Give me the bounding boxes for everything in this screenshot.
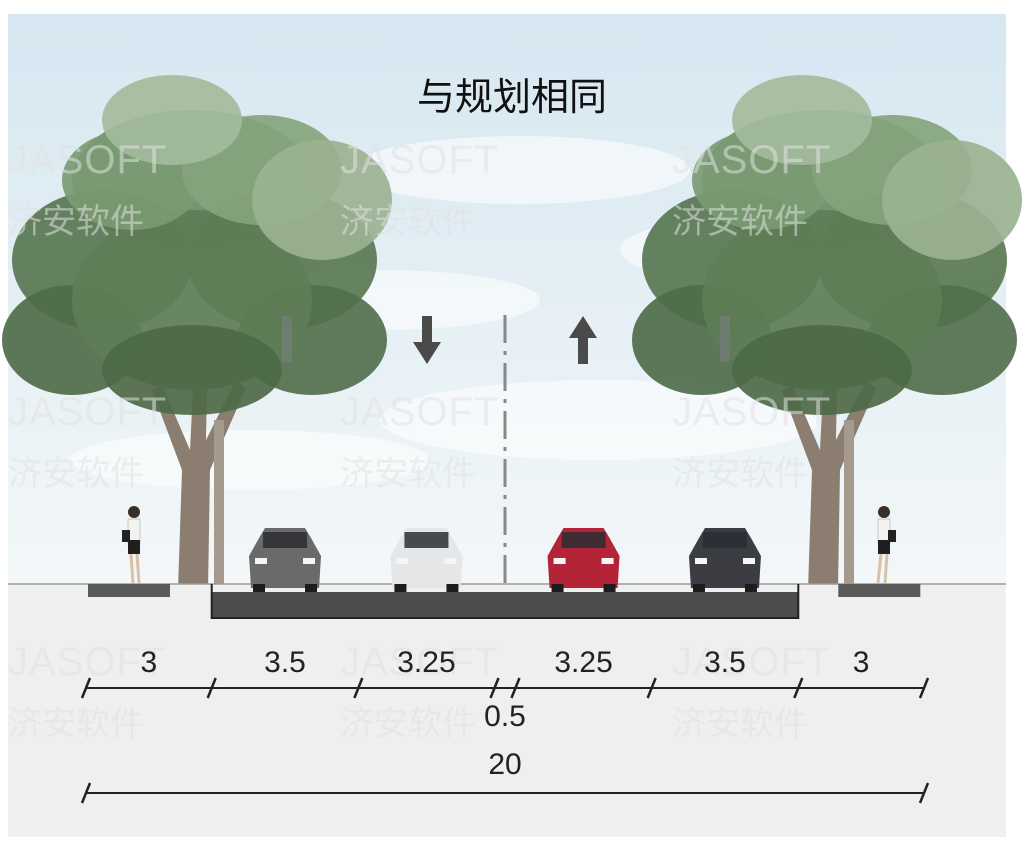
pedestrian-left-leg-right bbox=[135, 553, 141, 584]
cloud-0 bbox=[350, 136, 690, 204]
watermark-en-6: JASOFT bbox=[8, 640, 168, 684]
car-gray-wheel-left bbox=[253, 584, 266, 592]
dimension-label-center-divider: 0.5 bbox=[484, 700, 526, 733]
pedestrian-right-bag bbox=[888, 530, 896, 542]
watermark-en-0: JASOFT bbox=[8, 138, 168, 182]
car-dark-wheel-left bbox=[692, 584, 705, 592]
tree-right-trunk bbox=[782, 330, 876, 590]
ground bbox=[8, 584, 1006, 837]
planter-right bbox=[838, 584, 921, 597]
planter-left bbox=[88, 584, 170, 597]
pedestrian-right-shorts bbox=[878, 540, 890, 554]
tree-right-foliage-8 bbox=[732, 325, 912, 415]
watermark-cn-0: 济安软件 bbox=[8, 202, 144, 242]
pedestrian-left-leg-left bbox=[129, 553, 135, 584]
watermark-cn-1: 济安软件 bbox=[340, 202, 476, 242]
watermark-en-4: JASOFT bbox=[340, 390, 500, 434]
car-gray-wheel-right bbox=[305, 584, 318, 592]
tree-left-pole bbox=[214, 420, 224, 590]
watermark-en-8: JASOFT bbox=[672, 640, 832, 684]
tree-left-foliage-9 bbox=[252, 140, 392, 260]
pedestrian-right bbox=[876, 506, 896, 584]
dimension-label-lane-left-outer: 3.5 bbox=[264, 646, 306, 679]
cloud-3 bbox=[380, 380, 820, 460]
car-white-wheel-left bbox=[394, 584, 407, 592]
watermark-en-7: JASOFT bbox=[340, 640, 500, 684]
watermark-en-5: JASOFT bbox=[672, 390, 832, 434]
car-white-wheel-right bbox=[446, 584, 459, 592]
total-tick-start bbox=[80, 782, 92, 804]
segment-tick-7 bbox=[918, 677, 930, 699]
ghost-arrow-right bbox=[720, 316, 730, 362]
segment-tick-0 bbox=[80, 677, 92, 699]
segment-tick-5 bbox=[646, 677, 657, 699]
car-red-light-right bbox=[601, 558, 614, 564]
watermark-cn-5: 济安软件 bbox=[672, 454, 808, 494]
watermark-cn-8: 济安软件 bbox=[672, 704, 808, 744]
watermark-cn-7: 济安软件 bbox=[340, 704, 476, 744]
cloud-4 bbox=[70, 430, 430, 490]
watermark-cn-3: 济安软件 bbox=[8, 454, 144, 494]
car-red-wheel-left bbox=[551, 584, 564, 592]
segment-tick-1 bbox=[206, 677, 217, 699]
dimension-label-total: 20 bbox=[488, 748, 522, 781]
watermark-cn-6: 济安软件 bbox=[8, 704, 144, 744]
arrow-right-lane bbox=[569, 316, 597, 364]
watermark-en-3: JASOFT bbox=[8, 390, 168, 434]
pedestrian-right-head bbox=[878, 506, 890, 518]
watermark-cn-4: 济安软件 bbox=[340, 454, 476, 494]
car-red bbox=[547, 528, 620, 592]
car-white-light-right bbox=[444, 558, 457, 564]
arrow-left-lane bbox=[413, 316, 441, 364]
page-title: 与规划相同 bbox=[416, 75, 607, 119]
car-dark-wheel-right bbox=[744, 584, 757, 592]
car-white-light-left bbox=[396, 558, 409, 564]
dimension-label-sidewalk-right: 3 bbox=[852, 646, 870, 679]
tree-right-foliage-10 bbox=[732, 75, 872, 165]
watermark-en-1: JASOFT bbox=[340, 138, 500, 182]
tree-right-foliage-9 bbox=[882, 140, 1022, 260]
segment-tick-3 bbox=[489, 677, 500, 699]
pedestrian-left-head bbox=[128, 506, 140, 518]
car-gray bbox=[249, 528, 322, 592]
tree-right bbox=[632, 75, 1022, 590]
car-red-light-left bbox=[553, 558, 566, 564]
tree-left-foliage-8 bbox=[102, 325, 282, 415]
road-surface bbox=[211, 592, 799, 618]
dimension-label-lane-right-inner: 3.25 bbox=[554, 646, 613, 679]
car-white-window bbox=[404, 532, 449, 548]
car-dark-light-right bbox=[742, 558, 755, 564]
dimension-label-sidewalk-left: 3 bbox=[140, 646, 158, 679]
road-edge bbox=[210, 584, 800, 619]
car-dark-light-left bbox=[694, 558, 707, 564]
pedestrian-right-leg-left bbox=[876, 553, 883, 584]
tree-left bbox=[2, 75, 392, 590]
tree-left-trunk bbox=[152, 330, 246, 590]
car-red-wheel-right bbox=[603, 584, 616, 592]
pedestrian-left bbox=[122, 506, 141, 584]
segment-tick-6 bbox=[793, 677, 804, 699]
ghost-arrow-left bbox=[282, 316, 292, 362]
watermark-en-2: JASOFT bbox=[672, 138, 832, 182]
car-gray-window bbox=[263, 532, 308, 548]
car-dark-window bbox=[702, 532, 747, 548]
tree-left-foliage-10 bbox=[102, 75, 242, 165]
car-dark bbox=[688, 528, 761, 592]
dimension-label-lane-right-outer: 3.5 bbox=[704, 646, 746, 679]
segment-tick-4 bbox=[510, 677, 521, 699]
total-tick-end bbox=[918, 782, 930, 804]
car-gray-light-left bbox=[255, 558, 268, 564]
pedestrian-right-leg-right bbox=[883, 553, 889, 584]
car-white bbox=[390, 528, 463, 592]
pedestrian-left-bag bbox=[122, 530, 130, 542]
pedestrian-left-shorts bbox=[128, 540, 140, 554]
car-red-window bbox=[561, 532, 606, 548]
tree-right-pole bbox=[844, 420, 854, 590]
dimension-label-lane-left-inner: 3.25 bbox=[397, 646, 456, 679]
watermark-cn-2: 济安软件 bbox=[672, 202, 808, 242]
segment-tick-2 bbox=[353, 677, 364, 699]
car-gray-light-right bbox=[303, 558, 316, 564]
